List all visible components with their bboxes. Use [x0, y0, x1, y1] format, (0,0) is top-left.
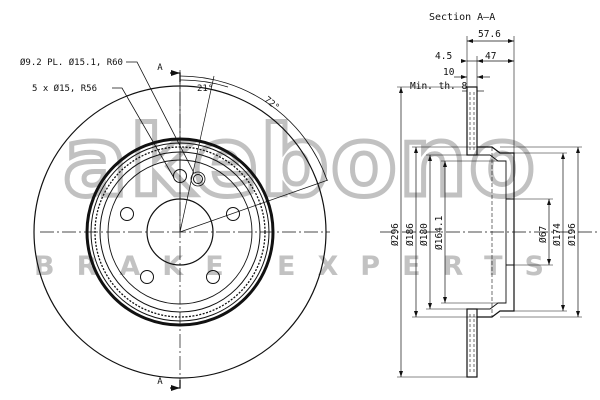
section-arrow-top: [171, 70, 180, 76]
bolt-hole: [226, 207, 240, 221]
arrow: [561, 153, 565, 159]
dia-164-label: Ø164.1: [434, 215, 445, 250]
watermark-tagline: BRAKE EXPERTS: [34, 251, 566, 282]
angle-ray-21: [179, 75, 215, 233]
front-view: [33, 61, 330, 389]
section-title: Section A–A: [429, 12, 495, 23]
bolt-hole: [206, 270, 220, 284]
bolt-label: 5 x Ø15, R56: [32, 83, 97, 94]
dim-thickness: 10: [443, 67, 455, 78]
arrow: [443, 297, 447, 303]
arrow: [547, 199, 551, 205]
arrow: [399, 371, 403, 377]
section-view-arrows: [399, 39, 580, 377]
arrow: [461, 75, 467, 79]
angle-21-label: 21°: [197, 84, 213, 94]
dia-296-label: Ø296: [390, 223, 401, 246]
angle-arc-72: [179, 75, 328, 181]
pilot-hole-counterbore: [190, 171, 206, 187]
arrow: [561, 305, 565, 311]
bolt-hole: [140, 270, 154, 284]
watermark-logo: akebono: [63, 106, 537, 218]
arrow: [547, 259, 551, 265]
section-label-bottom: A: [157, 377, 163, 387]
arrow: [399, 87, 403, 93]
section-label-top: A: [157, 63, 163, 73]
holes-label: Ø9.2 PL. Ø15.1, R60: [20, 57, 123, 68]
section-arrow-bottom: [171, 385, 180, 391]
hat-profile: [477, 146, 515, 318]
dia-196-label: Ø196: [567, 223, 578, 246]
arrow: [477, 75, 483, 79]
bolt-label-leader: [112, 87, 175, 179]
section-view: [380, 36, 598, 378]
arrow: [508, 39, 514, 43]
dia-174-label: Ø174: [552, 223, 563, 246]
arrow: [414, 311, 418, 317]
dim-depth: 47: [485, 51, 496, 62]
front-view-arrows: [171, 70, 180, 391]
friction-ring-lower: [466, 308, 478, 378]
angle-arc-21: [179, 79, 229, 88]
arrow: [576, 147, 580, 153]
dim-min-thickness: Min. th. 8: [410, 81, 467, 92]
arrow: [428, 155, 432, 161]
dim-total-width: 57.6: [478, 29, 501, 40]
hat-inner-profile: [477, 154, 507, 310]
arrow: [414, 147, 418, 153]
angle-ray-72: [179, 179, 329, 233]
dia-67-label: Ø67: [538, 226, 549, 243]
arrow: [467, 39, 473, 43]
pilot-hole: [193, 174, 203, 184]
arrow: [508, 59, 514, 63]
arrow: [428, 303, 432, 309]
arrow: [477, 59, 483, 63]
arrow: [443, 161, 447, 167]
holes-label-leader: [126, 61, 195, 174]
bolt-hole: [120, 207, 134, 221]
dia-180-label: Ø180: [419, 223, 430, 246]
arrow: [461, 59, 467, 63]
dia-186-label: Ø186: [405, 223, 416, 246]
arrow: [576, 311, 580, 317]
dim-offset: 4.5: [435, 51, 452, 62]
